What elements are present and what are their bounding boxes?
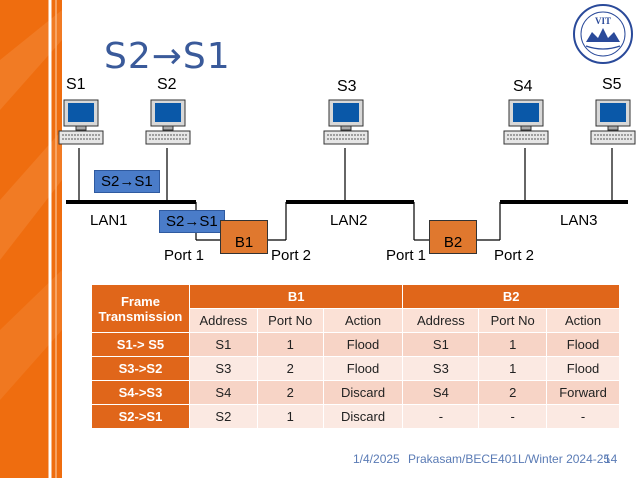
table-cell: 2	[256, 356, 324, 381]
table-cell: S4	[188, 380, 258, 405]
port-label-b2-p2: Port 2	[494, 247, 535, 264]
host-label-s5: S5	[602, 76, 622, 93]
university-logo: VIT	[573, 4, 633, 64]
row-header: S2->S1	[91, 404, 190, 429]
desktop-computer-icon	[590, 99, 636, 145]
table-cell: S4	[402, 380, 480, 405]
table-cell: Discard	[322, 404, 404, 429]
footer-date: 1/4/2025	[353, 452, 400, 466]
table-cell: Discard	[322, 380, 404, 405]
table-cell: -	[546, 404, 620, 429]
table-row: S3->S2 S3 2 Flood S3 1 Flood	[91, 356, 620, 381]
sidebar-decoration	[0, 0, 62, 478]
table-cell: Flood	[546, 332, 620, 357]
lan-label-1: LAN1	[90, 212, 128, 229]
table-cell: S3	[188, 356, 258, 381]
host-label-s1: S1	[66, 76, 86, 93]
lan-label-3: LAN3	[560, 212, 598, 229]
table-cell: Flood	[322, 332, 404, 357]
desktop-computer-icon	[503, 99, 549, 145]
row-header: S3->S2	[91, 356, 190, 381]
port-label-b1-p1: Port 1	[164, 247, 205, 264]
footer-text: Prakasam/BECE401L/Winter 2024-25	[408, 452, 611, 466]
row-header: S4->S3	[91, 380, 190, 405]
table-row: S1-> S5 S1 1 Flood S1 1 Flood	[91, 332, 620, 357]
bridge-b1: B1	[220, 220, 268, 254]
table-row: S4->S3 S4 2 Discard S4 2 Forward	[91, 380, 620, 405]
table-row: S2->S1 S2 1 Discard - - -	[91, 404, 620, 429]
desktop-computer-icon	[323, 99, 369, 145]
table-cell: 2	[256, 380, 324, 405]
bridge-b2: B2	[429, 220, 477, 254]
table-cell: 1	[478, 356, 548, 381]
host-label-s2: S2	[157, 76, 177, 93]
bridge-forwarding-table: Frame Transmission B1 B2 Address Port No…	[91, 284, 620, 429]
port-label-b1-p2: Port 2	[271, 247, 312, 264]
table-cell: -	[402, 404, 480, 429]
desktop-computer-icon	[58, 99, 104, 145]
column-header: Address	[188, 308, 258, 333]
frame-tag-lan1: S2→S1	[94, 170, 160, 193]
column-header: Address	[402, 308, 480, 333]
column-header: Port No	[256, 308, 324, 333]
frame-tag-b1: S2→S1	[159, 210, 225, 233]
host-label-s4: S4	[513, 78, 533, 95]
column-header: Action	[546, 308, 620, 333]
group-header-b2: B2	[402, 284, 620, 309]
desktop-computer-icon	[145, 99, 191, 145]
table-cell: Flood	[546, 356, 620, 381]
table-cell: S3	[402, 356, 480, 381]
table-cell: S2	[188, 404, 258, 429]
column-header: Port No	[478, 308, 548, 333]
group-header-b1: B1	[188, 284, 404, 309]
table-cell: 1	[256, 404, 324, 429]
table-cell: S1	[188, 332, 258, 357]
table-cell: -	[478, 404, 548, 429]
sidebar-pattern	[0, 0, 62, 478]
logo-text: VIT	[595, 16, 611, 26]
table-cell: Forward	[546, 380, 620, 405]
slide-title: S2→S1	[104, 36, 231, 77]
port-label-b2-p1: Port 1	[386, 247, 427, 264]
table-corner-header: Frame Transmission	[91, 284, 190, 333]
page-number: 14	[604, 452, 618, 466]
table-cell: 1	[478, 332, 548, 357]
table-cell: S1	[402, 332, 480, 357]
column-header: Action	[322, 308, 404, 333]
row-header: S1-> S5	[91, 332, 190, 357]
host-label-s3: S3	[337, 78, 357, 95]
table-cell: 2	[478, 380, 548, 405]
lan-label-2: LAN2	[330, 212, 368, 229]
table-cell: 1	[256, 332, 324, 357]
table-cell: Flood	[322, 356, 404, 381]
